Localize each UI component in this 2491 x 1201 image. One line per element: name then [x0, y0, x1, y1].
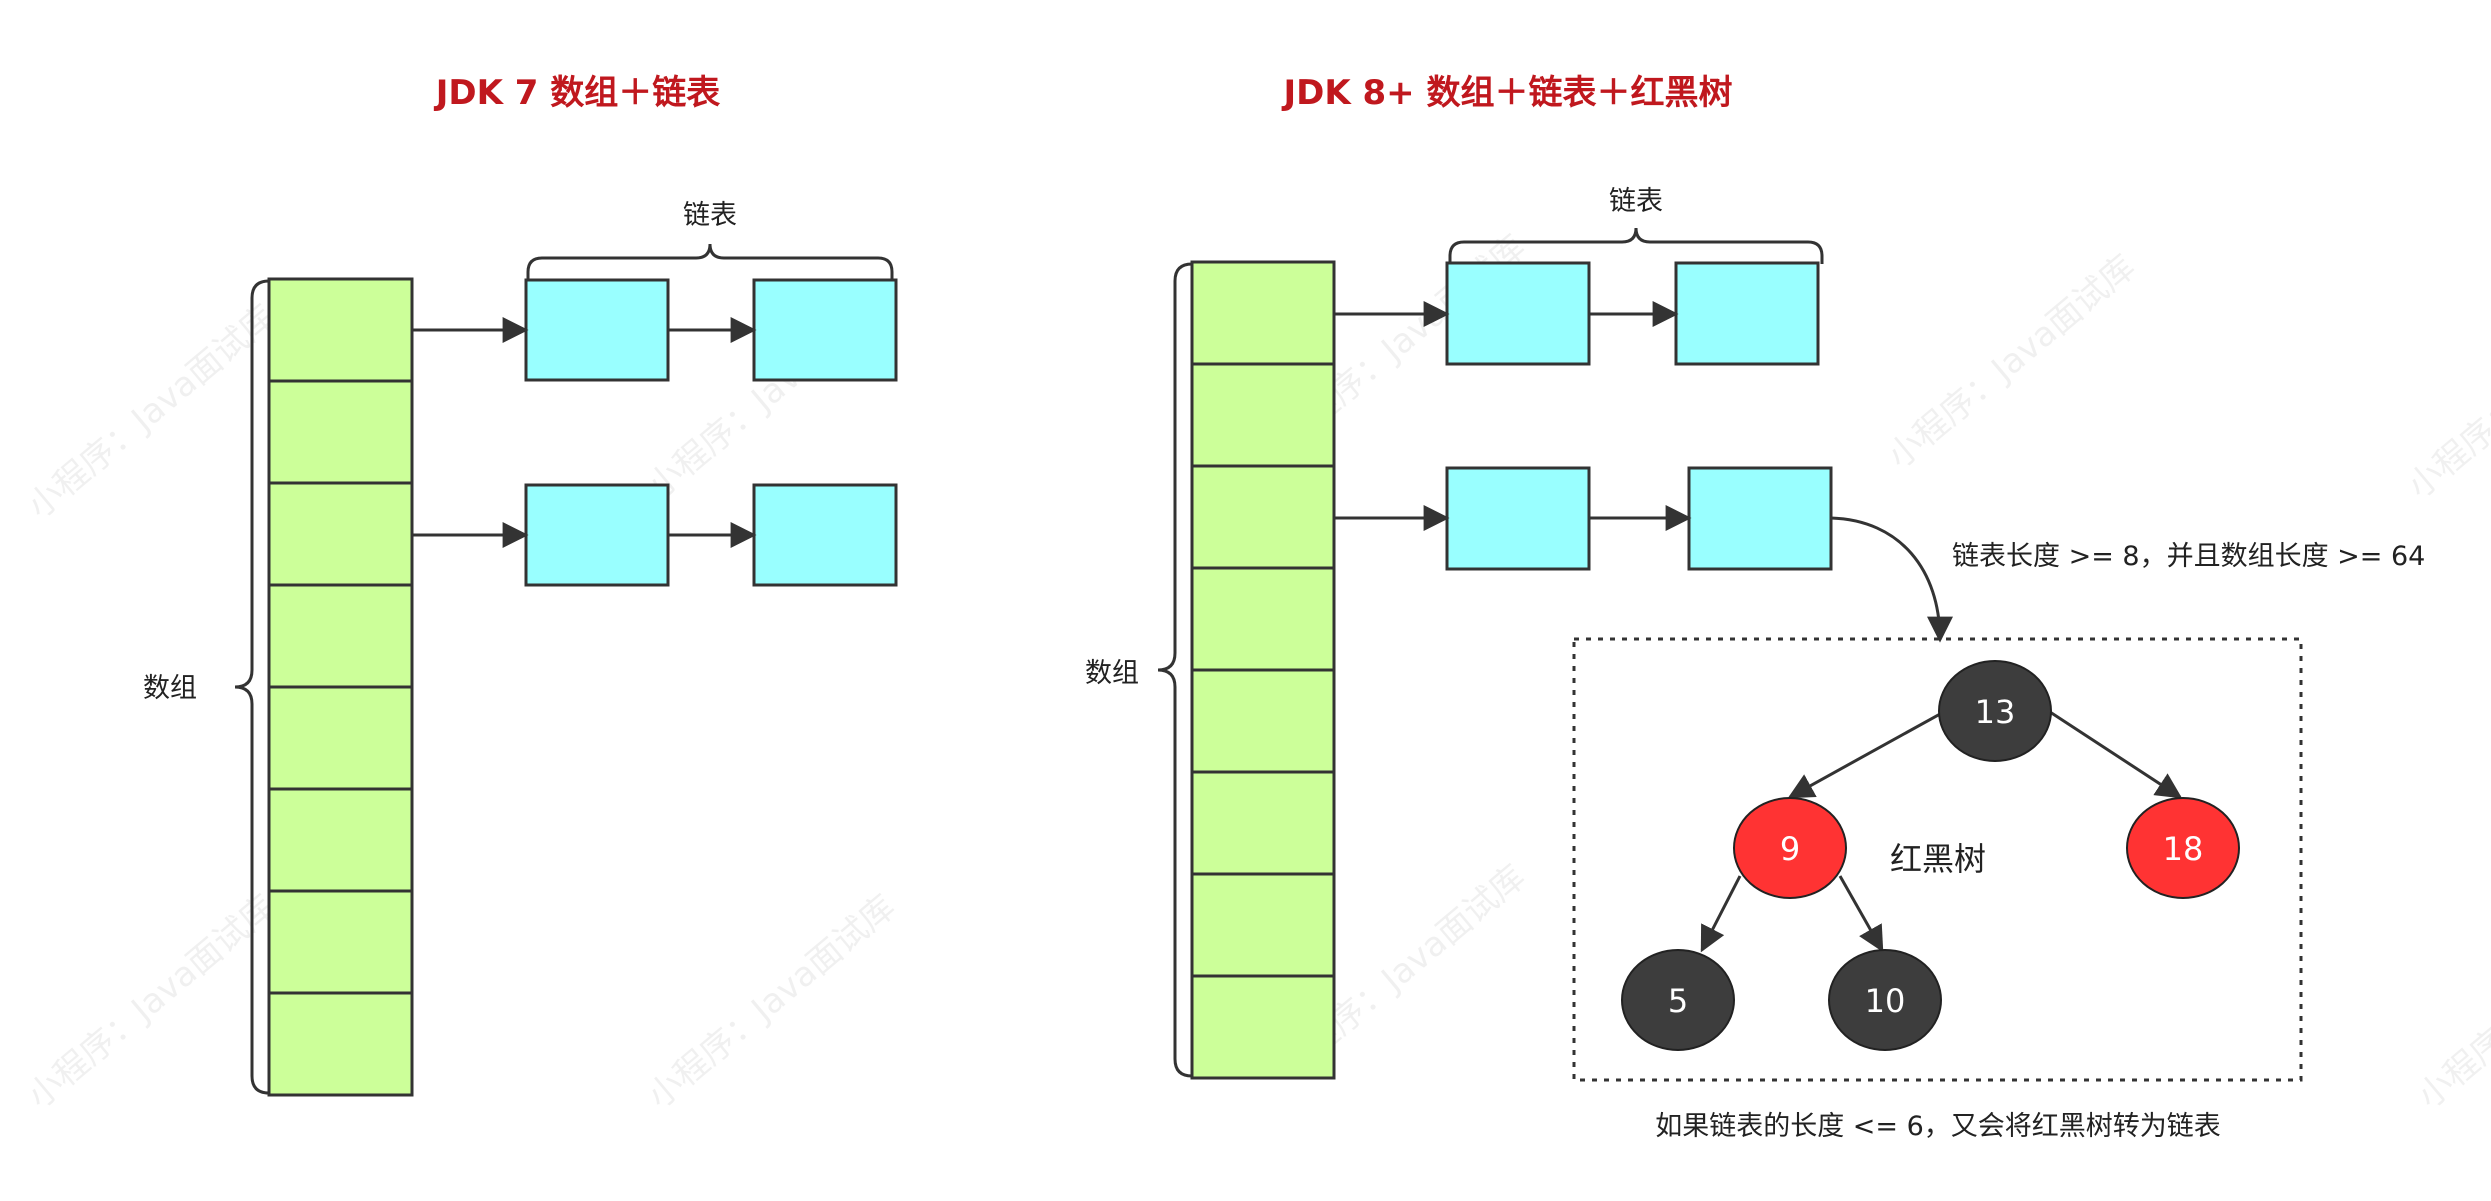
jdk7-list-label: 链表	[683, 200, 737, 231]
array-cell	[267, 889, 414, 995]
array-cell	[1190, 872, 1336, 978]
node-value: 10	[1865, 982, 1906, 1020]
red-node-circle	[2126, 797, 2240, 899]
array-cell	[267, 379, 414, 485]
list-node	[1687, 466, 1833, 571]
jdk7-array-label: 数组	[143, 673, 197, 704]
watermark-text: 小程序：Java面试库	[2410, 887, 2491, 1117]
jdk7-array-brace	[234, 279, 270, 1095]
jdk8-array	[1190, 260, 1336, 1080]
tree-node-9: 9	[1733, 797, 1847, 899]
node-value: 13	[1975, 693, 2016, 731]
red-node-circle	[1733, 797, 1847, 899]
array-cell	[1190, 260, 1336, 366]
watermark-text: 小程序：Java面试库	[1880, 247, 2143, 477]
array-cell	[267, 481, 414, 587]
watermark-text: 小程序：Java面试库	[640, 887, 903, 1117]
array-cell	[267, 583, 414, 689]
jdk8-array-label: 数组	[1085, 658, 1139, 689]
tree-node-5: 5	[1621, 949, 1735, 1051]
array-cell	[1190, 974, 1336, 1080]
tree-edge	[1700, 875, 1742, 953]
treeify-condition-label: 链表长度 >= 8，并且数组长度 >= 64	[1952, 541, 2425, 572]
watermark-text: 小程序：Java面试库	[2400, 277, 2491, 507]
node-value: 9	[1780, 830, 1800, 868]
array-cell	[1190, 362, 1336, 468]
jdk7-array	[267, 277, 414, 1097]
watermark-text: 小程序：Java面试库	[20, 887, 283, 1117]
array-cell	[267, 277, 414, 383]
watermark-text: 小程序：Java面试库	[20, 297, 283, 527]
node-value: 5	[1668, 982, 1688, 1020]
array-cell	[1190, 464, 1336, 570]
jdk8-title: JDK 8+ 数组＋链表＋红黑树	[1281, 73, 1732, 113]
list-node	[752, 483, 898, 587]
untreeify-note: 如果链表的长度 <= 6，又会将红黑树转为链表	[1655, 1111, 2221, 1142]
black-node-circle	[1621, 949, 1735, 1051]
array-cell	[267, 787, 414, 893]
red-black-tree-box	[1572, 637, 2303, 1082]
list-node	[1674, 261, 1820, 366]
tree-node-10: 10	[1828, 949, 1942, 1051]
jdk8-panel: JDK 8+ 数组＋链表＋红黑树 数组 链表 链表长度 >=	[1085, 73, 2425, 1142]
black-node-circle	[1938, 660, 2052, 762]
list-node	[752, 278, 898, 382]
black-node-circle	[1828, 949, 1942, 1051]
list-node	[524, 278, 670, 382]
red-black-tree-label: 红黑树	[1890, 840, 1986, 878]
array-cell	[1190, 668, 1336, 774]
array-cell	[267, 991, 414, 1097]
array-cell	[1190, 566, 1336, 672]
jdk7-list-brace	[526, 243, 894, 281]
jdk8-list-brace	[1448, 227, 1824, 264]
array-cell	[1190, 770, 1336, 876]
list-node	[524, 483, 670, 587]
treeify-arrow	[1830, 516, 1953, 643]
list-node	[1445, 261, 1591, 366]
jdk8-list-label: 链表	[1609, 186, 1663, 217]
tree-node-18: 18	[2126, 797, 2240, 899]
jdk7-title: JDK 7 数组＋链表	[434, 73, 721, 113]
tree-node-13: 13	[1938, 660, 2052, 762]
node-value: 18	[2163, 830, 2204, 868]
array-cell	[267, 685, 414, 791]
jdk8-array-brace	[1157, 262, 1193, 1078]
tree-edge	[1838, 875, 1884, 953]
list-node	[1445, 466, 1591, 571]
tree-edges	[1700, 710, 2183, 953]
jdk7-panel: JDK 7 数组＋链表 数组 链表	[143, 73, 898, 1097]
tree-edge	[2049, 710, 2183, 799]
tree-edge	[1787, 712, 1941, 799]
